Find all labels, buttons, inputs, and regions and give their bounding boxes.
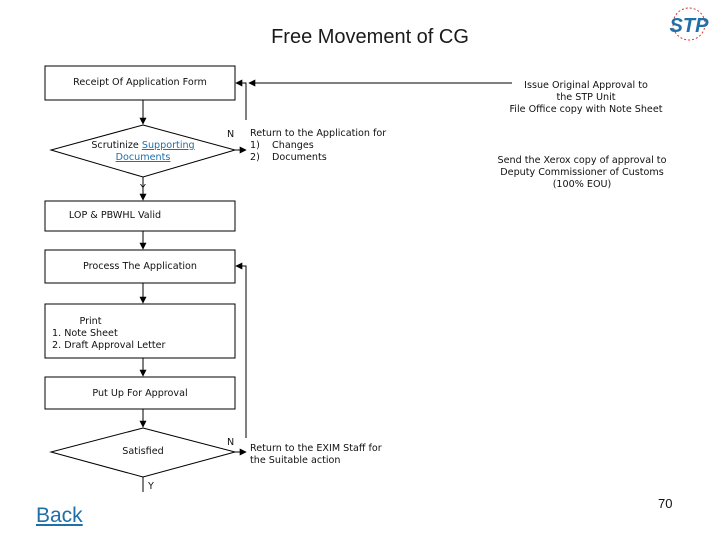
stp-logo: STP [670, 7, 710, 41]
print-label: Print 1. Note Sheet 2. Draft Approval Le… [52, 316, 166, 351]
lop-label: LOP & PBWHL Valid [68, 210, 162, 221]
lop-box [44, 200, 236, 232]
send-xerox-label: Send the Xerox copy of approval to Deput… [497, 155, 667, 190]
page-number: 70 [658, 496, 673, 511]
receipt-box [44, 65, 236, 101]
svg-text:STP: STP [670, 15, 710, 37]
no-label-2: N [227, 437, 235, 448]
issue-original-label: Issue Original Approval to the STP Unit … [509, 80, 663, 115]
arrow-return-to-receipt [235, 79, 247, 120]
documents-link[interactable]: Documents [115, 152, 171, 163]
return-application-label: Return to the Application for 1) Changes… [250, 128, 387, 163]
putup-label: Put Up For Approval [92, 388, 188, 399]
satisfied-label: Satisfied [122, 446, 164, 457]
process-label: Process The Application [83, 261, 197, 272]
yes-label-2: Y [148, 481, 154, 492]
receipt-label: Receipt Of Application Form [73, 77, 207, 88]
print-box [44, 303, 236, 359]
process-box [44, 249, 236, 284]
supporting-documents-link[interactable]: Supporting [141, 140, 195, 151]
return-exim-label: Return to the EXIM Staff for the Suitabl… [250, 443, 382, 466]
arrow-exim-to-process [235, 262, 247, 438]
putup-box [44, 376, 236, 410]
scrutinize-prefix: Scrutinize [91, 140, 142, 151]
yes-label-1: Y [140, 183, 146, 194]
slide-title: Free Movement of CG [271, 26, 469, 48]
no-label-1: N [227, 129, 235, 140]
back-link[interactable]: Back [36, 504, 83, 527]
